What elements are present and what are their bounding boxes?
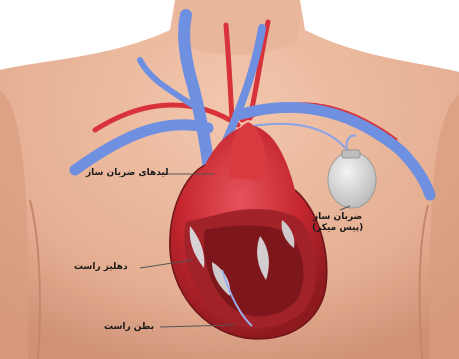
label-pacemaker-line2: (پیس میکر) <box>312 223 363 234</box>
label-pacemaker-line1: ضربان ساز <box>312 212 363 223</box>
label-right-atrium: دهلیز راست <box>74 262 128 273</box>
label-right-ventricle: بطن راست <box>104 322 154 333</box>
label-pacemaker-leads: لیدهای ضربان ساز <box>86 168 169 179</box>
label-pacemaker: ضربان ساز (پیس میکر) <box>312 212 363 234</box>
